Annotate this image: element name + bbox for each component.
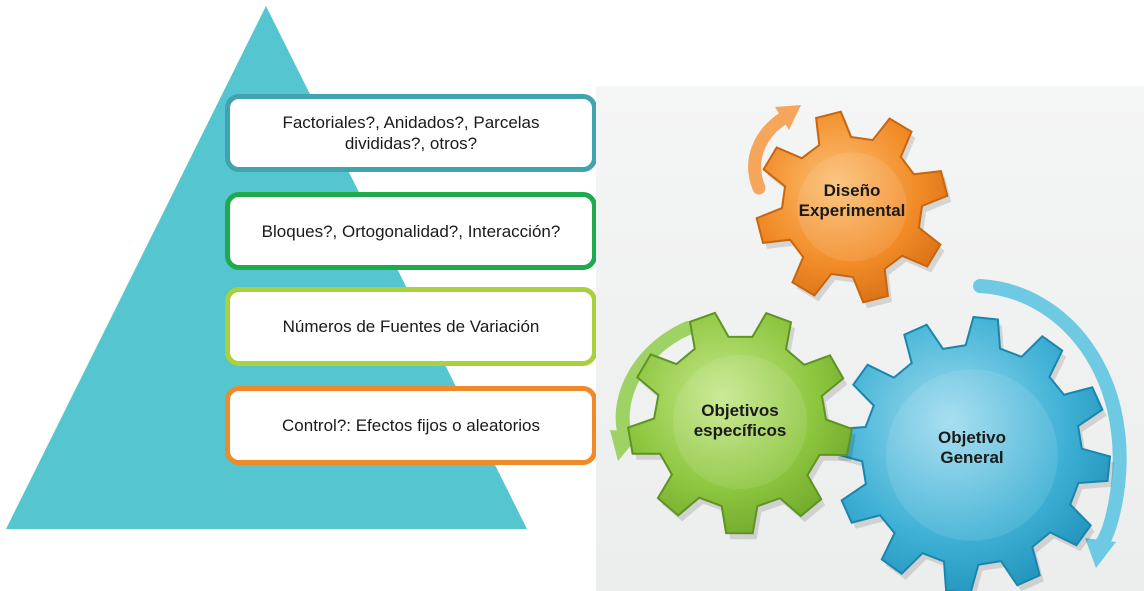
gears-diagram — [596, 86, 1144, 591]
pyramid-level-1: Factoriales?, Anidados?, Parcelas dividi… — [225, 94, 597, 172]
orange-arrow — [748, 105, 801, 195]
pyramid-level-2-text: Bloques?, Ortogonalidad?, Interacción? — [261, 221, 561, 241]
gear-green-hub — [672, 354, 808, 490]
gear-objetivo-general — [832, 315, 1114, 591]
pyramid-level-3-text: Números de Fuentes de Variación — [282, 317, 540, 336]
gear-blue-body — [832, 315, 1112, 591]
gear-orange-hub — [797, 152, 907, 262]
gear-orange-body — [755, 110, 949, 304]
pyramid-level-4-text: Control?: Efectos fijos o aleatorios — [282, 416, 540, 435]
pyramid-level-1-text: Factoriales?, Anidados?, Parcelas dividi… — [282, 113, 540, 153]
pyramid-level-4: Control?: Efectos fijos o aleatorios — [225, 386, 597, 465]
gear-label-diseno-experimental: Diseño Experimental — [798, 181, 906, 220]
gear-label-objetivo-general: Objetivo General — [937, 428, 1006, 467]
gear-label-objetivos-especificos: Objetivos específicos — [693, 401, 787, 440]
gear-objetivos-especificos — [626, 311, 856, 540]
blue-arrow — [973, 279, 1127, 568]
gear-green-body — [626, 311, 853, 535]
gear-diseno-experimental — [755, 110, 952, 309]
pyramid-level-3: Números de Fuentes de Variación — [225, 287, 597, 366]
pyramid-level-2: Bloques?, Ortogonalidad?, Interacción? — [225, 192, 597, 270]
gear-blue-hub — [886, 369, 1058, 541]
